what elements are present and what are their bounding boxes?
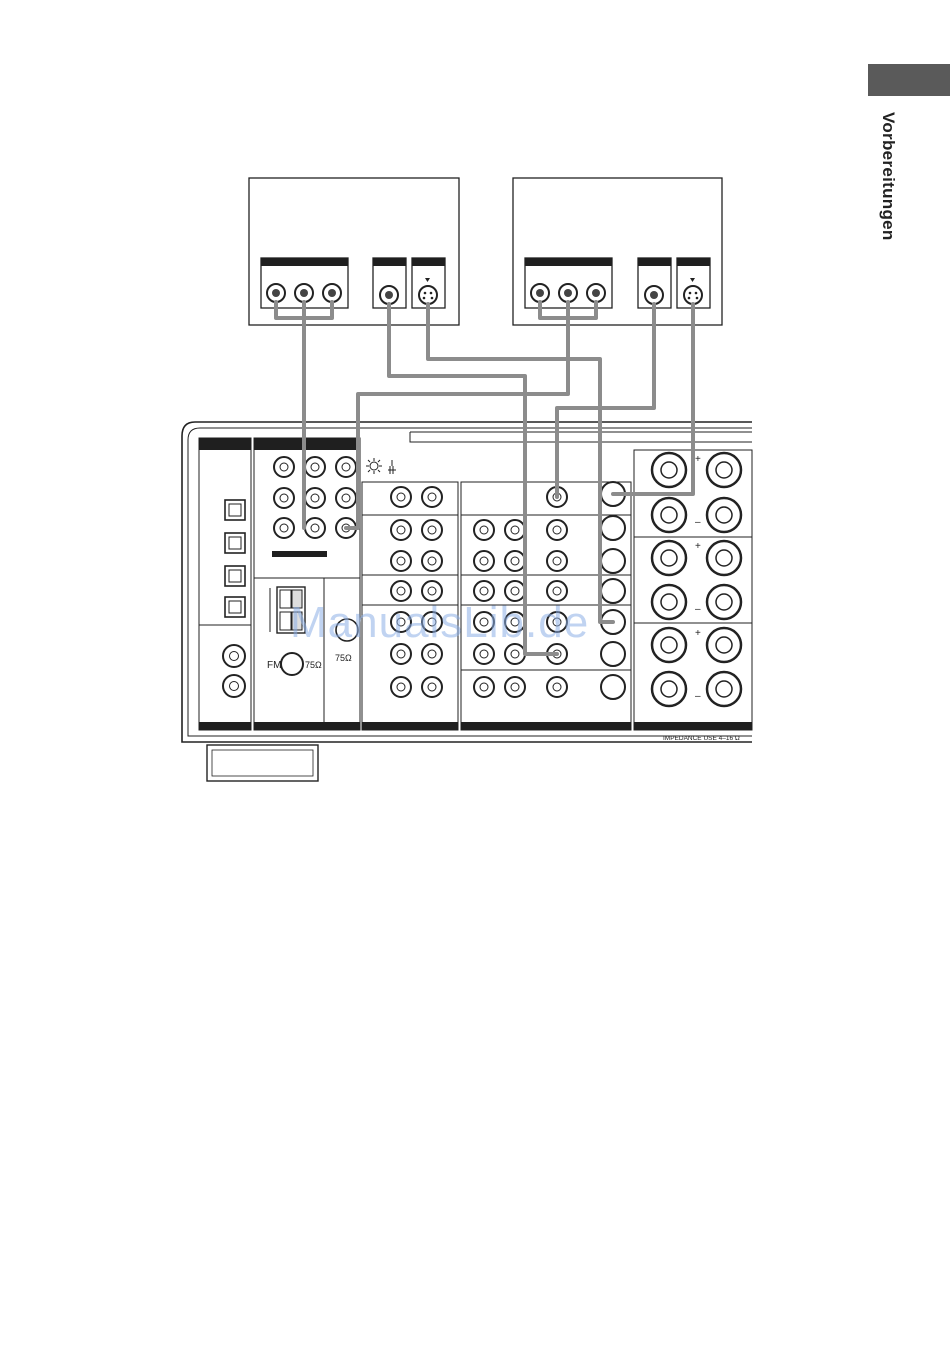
- watermark: ManualsLib.de: [290, 598, 589, 648]
- speaker-minus-label-2: –: [695, 604, 701, 615]
- ground-sun-icon: [366, 458, 396, 474]
- fm-impedance-label: 75Ω: [305, 660, 322, 670]
- speaker-minus-label-3: –: [695, 691, 701, 702]
- speaker-plus-label-2: +: [695, 541, 701, 552]
- am-impedance-label: 75Ω: [335, 653, 352, 663]
- impedance-note: IMPEDANCE USE 4–16 Ω: [663, 735, 740, 742]
- speaker-minus-label-1: –: [695, 517, 701, 528]
- speaker-plus-label-3: +: [695, 628, 701, 639]
- component-video-jacks: [274, 457, 356, 538]
- device-2-panel: [513, 178, 722, 325]
- device-1-component-jacks: [267, 284, 341, 302]
- speaker-plus-label-1: +: [695, 454, 701, 465]
- fm-label: FM: [267, 660, 281, 671]
- device-2-component-jacks: [531, 284, 605, 302]
